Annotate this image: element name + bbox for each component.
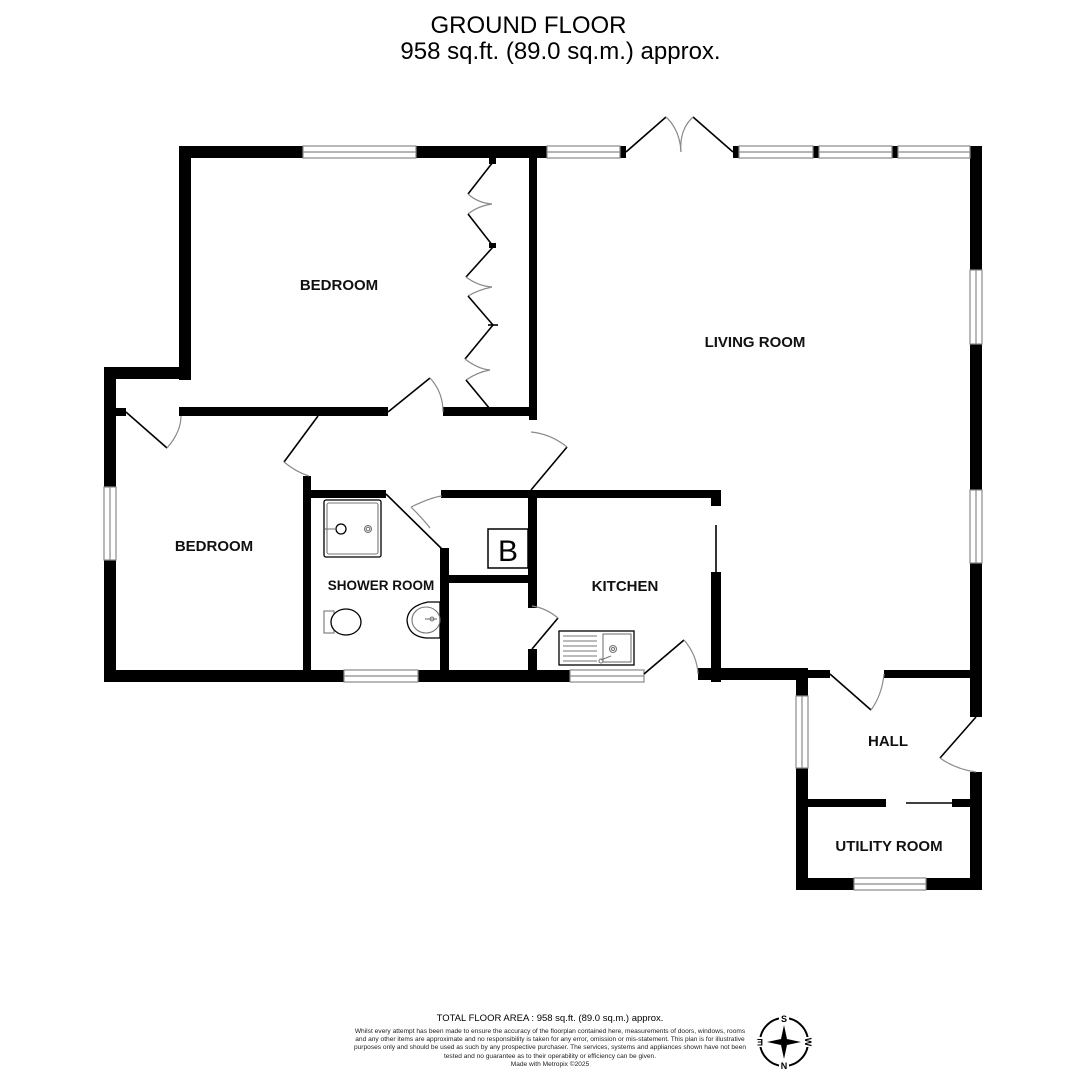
room-labels: BEDROOM LIVING ROOM BEDROOM SHOWER ROOM … xyxy=(175,277,943,855)
window xyxy=(853,877,927,891)
window xyxy=(897,145,971,159)
compass-left-label: E xyxy=(757,1037,763,1047)
window xyxy=(546,145,621,159)
door xyxy=(385,493,446,553)
door xyxy=(125,411,182,449)
compass-icon: S N E W xyxy=(756,1014,813,1071)
window xyxy=(969,269,983,345)
floor-title: GROUND FLOOR xyxy=(430,12,627,39)
compass-bottom-label: N xyxy=(781,1061,788,1071)
front-door xyxy=(939,716,977,773)
windows xyxy=(103,145,983,891)
shower-tray-icon xyxy=(323,499,382,558)
french-doors xyxy=(625,116,734,153)
disclaimer-text: Whilst every attempt has been made to en… xyxy=(353,1028,747,1060)
door xyxy=(530,431,568,491)
metropix-credit: Made with Metropix ©2025 xyxy=(510,1060,590,1068)
door xyxy=(387,377,444,413)
walls xyxy=(104,146,982,890)
floor-area: 958 sq.ft. (89.0 sq.m.) approx. xyxy=(400,38,721,65)
window xyxy=(302,145,417,159)
doors xyxy=(125,116,977,804)
window xyxy=(818,145,893,159)
door xyxy=(531,605,559,650)
room-label-bedroom-2: BEDROOM xyxy=(175,538,253,555)
floor-plan-header: GROUND FLOOR 958 sq.ft. (89.0 sq.m.) app… xyxy=(0,13,1085,65)
total-floor-area: TOTAL FLOOR AREA : 958 sq.ft. (89.0 sq.m… xyxy=(436,1013,664,1024)
window xyxy=(569,669,645,683)
window xyxy=(969,489,983,564)
room-label-kitchen: KITCHEN xyxy=(592,578,659,595)
room-label-hall: HALL xyxy=(868,733,908,750)
window xyxy=(103,486,117,561)
room-label-shower-room: SHOWER ROOM xyxy=(328,578,435,593)
kitchen-sink-icon xyxy=(558,630,635,666)
fixtures: B xyxy=(323,499,635,666)
window xyxy=(343,669,419,683)
wash-basin-icon xyxy=(406,601,441,639)
window xyxy=(738,145,814,159)
room-label-utility-room: UTILITY ROOM xyxy=(835,838,942,855)
room-label-bedroom-1: BEDROOM xyxy=(300,277,378,294)
door xyxy=(643,639,699,675)
wardrobe-doors xyxy=(464,158,498,410)
compass-right-label: W xyxy=(803,1038,813,1047)
door xyxy=(829,673,885,711)
toilet-icon xyxy=(323,608,362,636)
room-label-living-room: LIVING ROOM xyxy=(705,334,806,351)
floor-plan-footer: TOTAL FLOOR AREA : 958 sq.ft. (89.0 sq.m… xyxy=(350,1013,750,1069)
compass-top-label: S xyxy=(781,1014,787,1024)
window xyxy=(795,695,809,769)
boiler-label: B xyxy=(498,535,518,568)
door xyxy=(283,415,319,477)
boiler-icon: B xyxy=(487,528,529,569)
